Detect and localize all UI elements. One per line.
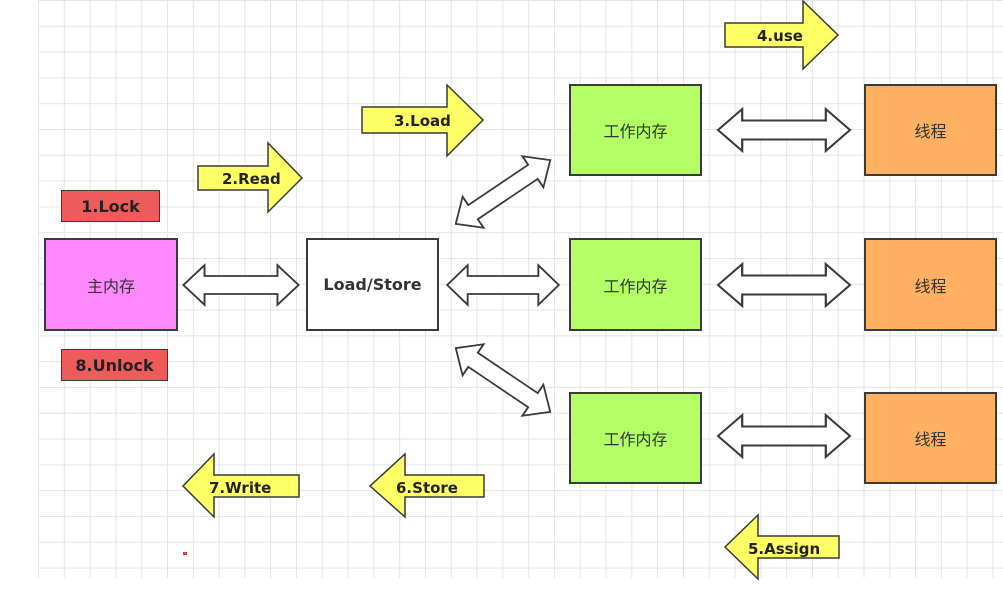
red-mark [183, 552, 187, 555]
load-store-node: Load/Store [306, 238, 439, 331]
thread-node-3: 线程 [864, 392, 997, 484]
write-step-label: 7.Write [209, 479, 271, 497]
work-memory-node-2: 工作内存 [569, 238, 702, 331]
main-to-loadstore-arrow [182, 264, 300, 306]
store-step-label: 6.Store [396, 479, 458, 497]
assign-step-label: 5.Assign [748, 540, 820, 558]
work-memory-node-1: 工作内存 [569, 84, 702, 176]
work3-to-thread3-arrow [716, 414, 852, 458]
unlock-label: 8.Unlock [61, 349, 168, 381]
work1-to-thread1-arrow [716, 107, 852, 152]
work-memory-label: 工作内存 [603, 276, 668, 296]
work-memory-label: 工作内存 [603, 122, 668, 141]
thread-label: 线程 [914, 276, 947, 296]
use-step-arrow: 4.use [724, 0, 840, 71]
work-memory-node-3: 工作内存 [569, 392, 702, 484]
main-memory-node: 主内存 [44, 238, 178, 331]
thread-node-2: 线程 [864, 238, 997, 331]
thread-label: 线程 [914, 430, 947, 449]
use-step-label: 4.use [757, 27, 803, 45]
assign-step-arrow: 5.Assign [723, 513, 840, 581]
work2-to-thread2-arrow [716, 263, 852, 307]
store-step-arrow: 6.Store [368, 452, 485, 519]
read-step-arrow: 2.Read [197, 141, 304, 214]
thread-node-1: 线程 [864, 84, 997, 176]
read-step-label: 2.Read [222, 170, 281, 188]
load-step-arrow: 3.Load [361, 83, 485, 158]
loadstore-to-work1-arrow [444, 143, 562, 241]
loadstore-to-work3-arrow [444, 331, 562, 429]
main-memory-label: 主内存 [86, 276, 135, 296]
lock-label: 1.Lock [61, 190, 160, 222]
loadstore-to-work2-arrow [446, 264, 560, 306]
work-memory-label: 工作内存 [603, 430, 668, 449]
load-step-label: 3.Load [394, 112, 451, 130]
thread-label: 线程 [914, 122, 947, 141]
write-step-arrow: 7.Write [181, 452, 300, 519]
load-store-label: Load/Store [323, 275, 422, 294]
